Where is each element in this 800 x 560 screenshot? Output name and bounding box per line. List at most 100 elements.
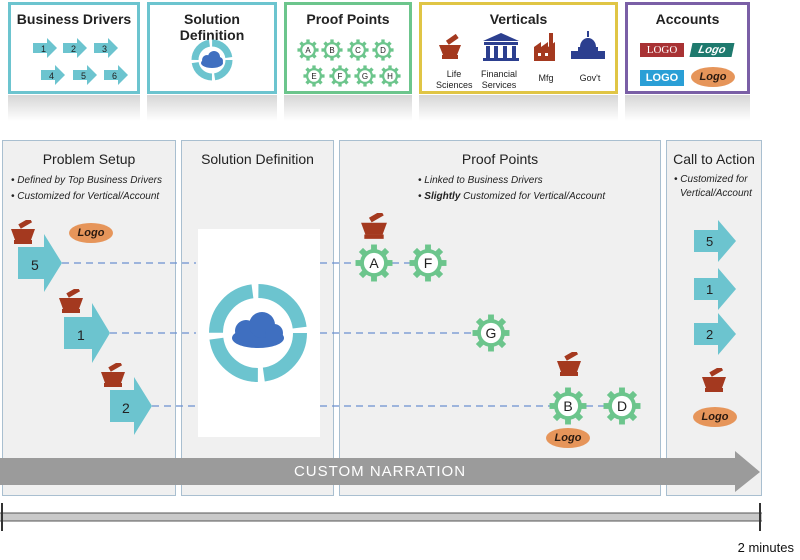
driver-arrow-icon: 5	[18, 234, 62, 292]
accounts-box: Accounts LOGO Logo LOGO Logo	[625, 2, 750, 94]
timeline-bar	[0, 503, 762, 531]
gear-label: H	[387, 72, 393, 81]
logo-badge-orange: Logo	[691, 67, 735, 87]
driver-arrow-icon: 5	[694, 220, 736, 262]
driver-arrow-label: 3	[102, 44, 107, 54]
logo-badge-red: LOGO	[640, 43, 684, 57]
verticals-title: Verticals	[489, 11, 548, 27]
gear-icon: G	[472, 314, 510, 352]
gear-label: B	[329, 46, 334, 55]
driver-arrow-label: 2	[71, 44, 76, 54]
cloud-ring-icon	[191, 39, 233, 81]
gear-label: G	[486, 325, 497, 341]
mortar-pestle-icon	[101, 363, 125, 387]
gear-icon: A	[297, 39, 319, 61]
driver-arrow-icon: 2	[694, 313, 736, 355]
logo-badge-orange: Logo	[69, 223, 113, 243]
driver-arrow-icon: 1	[33, 38, 57, 58]
mortar-pestle-icon	[11, 220, 35, 244]
custom-narration-label: CUSTOM NARRATION	[293, 463, 467, 480]
top-box-shadow	[8, 95, 140, 121]
proof-points-box: Proof Points A B C D E F G H	[284, 2, 412, 94]
driver-arrow-label: 1	[706, 282, 713, 297]
top-box-shadow	[419, 95, 618, 121]
gear-label: F	[338, 72, 343, 81]
accounts-title: Accounts	[655, 11, 720, 27]
gear-label: G	[362, 72, 368, 81]
gear-icon: A	[355, 244, 393, 282]
gear-icon: F	[329, 65, 351, 87]
bullet-text: • Defined by Top Business Drivers	[11, 175, 162, 186]
logo-badge-blue: LOGO	[640, 70, 684, 86]
gear-icon: C	[347, 39, 369, 61]
gear-label: D	[380, 46, 386, 55]
vertical-label: Mfg	[538, 73, 554, 83]
gear-label: F	[424, 255, 433, 271]
gear-icon: H	[379, 65, 401, 87]
proof-point-gears: A B C D E F G H	[297, 39, 401, 87]
gear-icon: F	[409, 244, 447, 282]
mortar-pestle-icon	[439, 33, 461, 59]
call-to-action-panel: Call to Action • Customized for Vertical…	[666, 140, 762, 496]
connector-lines	[62, 262, 604, 407]
factory-icon	[534, 33, 555, 61]
bullet-bold-text: Slightly	[424, 191, 461, 202]
driver-arrow-icon: 2	[63, 38, 87, 58]
vertical-label: Life Sciences	[436, 69, 473, 90]
proof-points-panel-title: Proof Points	[461, 151, 539, 167]
business-drivers-arrows: 1 2 3 4 5 6	[33, 38, 128, 85]
business-drivers-box: Business Drivers 1 2 3 4 5 6	[8, 2, 140, 94]
call-to-action-bullets: • Customized for Vertical/Account	[674, 173, 762, 201]
driver-arrow-label: 1	[41, 44, 46, 54]
driver-arrow-icon: 1	[694, 268, 736, 310]
verticals-box: Verticals Life Sciences Financial Servic…	[419, 2, 618, 94]
mortar-pestle-icon	[361, 213, 387, 239]
driver-arrow-label: 2	[122, 400, 130, 416]
bullet-text: Vertical/Account	[680, 188, 752, 199]
gear-label: E	[311, 72, 316, 81]
vertical-label: Gov't	[579, 73, 601, 83]
narration-arrow	[0, 451, 760, 492]
driver-arrow-icon: 1	[64, 303, 110, 363]
gear-label: A	[305, 46, 311, 55]
proof-points-bullets: • Linked to Business Drivers • Slightly …	[418, 173, 658, 205]
gear-icon: E	[303, 65, 325, 87]
bullet-rest-text: Customized for Vertical/Account	[460, 191, 606, 202]
driver-arrow-icon: 4	[41, 65, 65, 85]
driver-arrow-icon: 2	[110, 377, 152, 435]
mortar-pestle-icon	[702, 368, 726, 392]
driver-arrow-label: 4	[49, 71, 54, 81]
bullet-text: • Linked to Business Drivers	[418, 175, 543, 186]
bank-icon	[483, 33, 519, 61]
business-drivers-title: Business Drivers	[16, 11, 132, 27]
driver-arrow-icon: 5	[73, 65, 97, 85]
top-box-shadow	[625, 95, 750, 121]
bullet-text: • Customized for Vertical/Account	[11, 191, 160, 202]
capitol-icon	[571, 31, 605, 59]
problem-setup-title: Problem Setup	[42, 151, 136, 167]
driver-arrow-icon: 6	[104, 65, 128, 85]
verticals-icons	[439, 31, 605, 61]
logo-badge-orange: Logo	[546, 428, 590, 448]
top-box-shadow	[284, 95, 412, 121]
proof-point-gears: A F G B D	[355, 244, 641, 425]
driver-arrow-label: 1	[77, 327, 85, 343]
logo-badge-orange: Logo	[693, 407, 737, 427]
solution-definition-title: Solution Definition	[179, 11, 245, 43]
proof-points-panel: Proof Points • Linked to Business Driver…	[339, 140, 661, 496]
solution-definition-panel-title: Solution Definition	[201, 151, 314, 167]
gear-label: B	[563, 398, 572, 414]
cloud-ring-icon	[209, 284, 307, 382]
timeline-label: 2 minutes	[737, 540, 794, 555]
proof-points-title: Proof Points	[306, 11, 390, 27]
driver-arrow-icon: 3	[94, 38, 118, 58]
solution-definition-box: Solution Definition	[147, 2, 277, 94]
gear-icon: D	[603, 387, 641, 425]
driver-arrow-label: 5	[706, 234, 713, 249]
gear-icon: G	[354, 65, 376, 87]
call-to-action-title: Call to Action	[673, 151, 755, 167]
driver-arrow-label: 2	[706, 327, 713, 342]
driver-arrow-label: 6	[112, 71, 117, 81]
driver-arrow-label: 5	[31, 257, 39, 273]
